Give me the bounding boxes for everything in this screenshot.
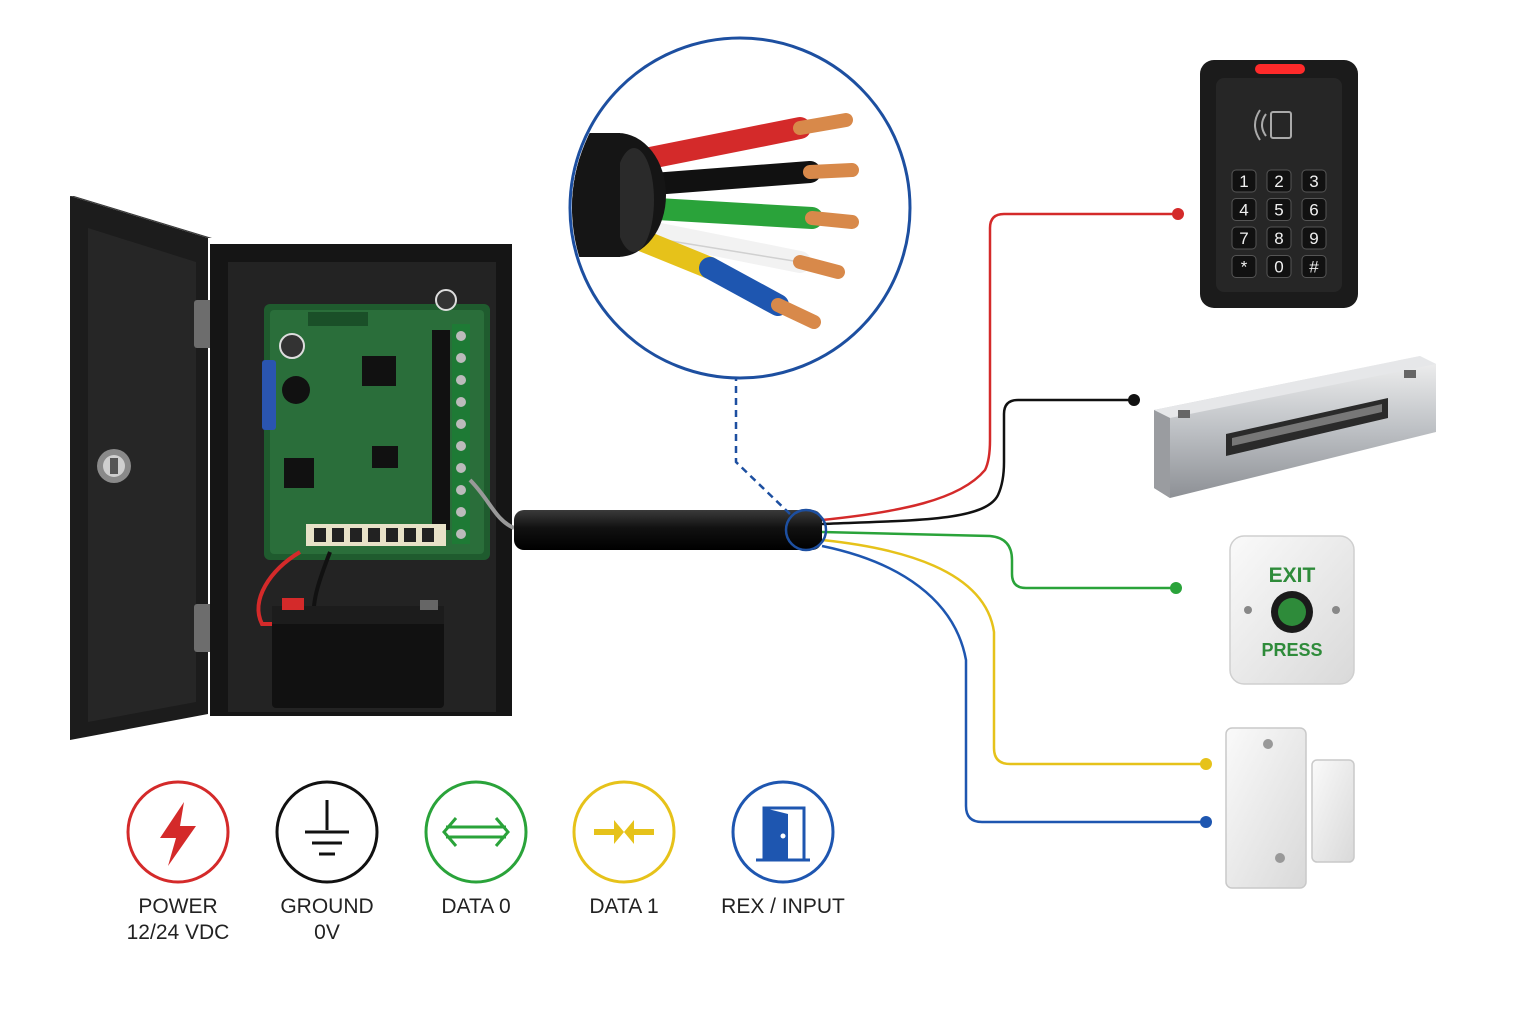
keypad-key: 8 [1266,226,1292,250]
keypad-key-label: 2 [1274,172,1283,191]
door-icon [756,806,810,862]
legend-data0 [424,780,528,884]
keypad-key-label: 3 [1309,172,1318,191]
legend-label-data0: DATA 0 [441,895,511,918]
keypad-key: # [1301,255,1327,278]
legend-label-rex: REX / INPUT [721,895,845,918]
legend-ground [275,780,379,884]
keypad-key: 3 [1301,169,1327,193]
exit-button-top-label: EXIT [1269,564,1316,587]
wire-black [821,394,1140,526]
conductor-black [629,161,821,196]
keypad-key: 6 [1301,198,1327,221]
keypad-key-label: * [1241,258,1248,277]
status-led [1255,64,1305,74]
sensor-magnet [1311,759,1355,863]
keypad-key-label: 4 [1239,201,1248,220]
keypad-key-label: 0 [1274,258,1283,277]
controller-enclosure [70,196,515,740]
callout-leader-line [734,378,791,515]
keypad-keys: 1 2 3 4 5 6 7 8 9 * 0 # [1231,169,1327,278]
conductor-green [629,197,823,229]
keypad-key-label: 6 [1309,201,1318,220]
door-contact-sensor [1225,727,1355,889]
wire-yellow [821,538,1212,770]
lightning-bolt-icon [160,802,196,866]
ground-symbol-icon [305,800,349,856]
exit-button-device: EXIT PRESS [1229,535,1355,685]
wire-blue [821,544,1212,828]
keypad-key: 2 [1266,169,1292,193]
keypad-key-label: 7 [1239,229,1248,248]
callout-focus-ring [784,508,828,552]
battery-terminal-negative [420,600,438,610]
main-cable [514,510,822,550]
exit-button-bottom-label: PRESS [1261,640,1322,660]
cable-detail-callout [568,36,912,380]
conductor-white [629,219,811,273]
fuse [262,360,276,430]
keypad-key: 5 [1266,198,1292,221]
legend-label-data1: DATA 1 [589,895,659,918]
legend [126,780,835,884]
rfid-icon [1254,109,1292,141]
conductor-blue [699,257,789,316]
legend-data1 [572,780,676,884]
conductor-red [629,117,811,171]
bidirectional-arrow-icon [442,817,510,847]
capacitor [279,333,305,359]
keypad-key: 9 [1301,226,1327,250]
keypad-key-label: 8 [1274,229,1283,248]
keypad-key: 1 [1231,169,1257,193]
keypad-key-label: 1 [1239,172,1248,191]
keypad-key: 4 [1231,198,1257,221]
keypad-key-label: 9 [1309,229,1318,248]
keypad-card-reader: 1 2 3 4 5 6 7 8 9 * 0 # [1200,60,1358,308]
door-lock [97,449,131,483]
magnetic-lock [1154,356,1436,498]
terminal-block-right [432,324,470,544]
keypad-key: * [1231,255,1257,278]
wire-green [821,530,1182,594]
battery-terminal-positive [282,598,304,610]
legend-label-power: POWER 12/24 VDC [126,895,230,944]
microcontroller-chip [362,356,396,386]
converging-arrows-icon [594,820,654,844]
legend-label-ground: GROUND 0V [280,895,374,944]
relay [282,376,310,404]
keypad-key-label: 5 [1274,201,1283,220]
keypad-key-label: # [1309,258,1319,277]
backup-battery [272,598,444,708]
legend-power [126,780,230,884]
keypad-key: 0 [1266,255,1292,278]
keypad-key: 7 [1231,226,1257,250]
controller-circuit-board [262,289,490,560]
legend-rex [731,780,835,884]
terminal-block-bottom [306,524,446,546]
wire-red [821,208,1184,522]
